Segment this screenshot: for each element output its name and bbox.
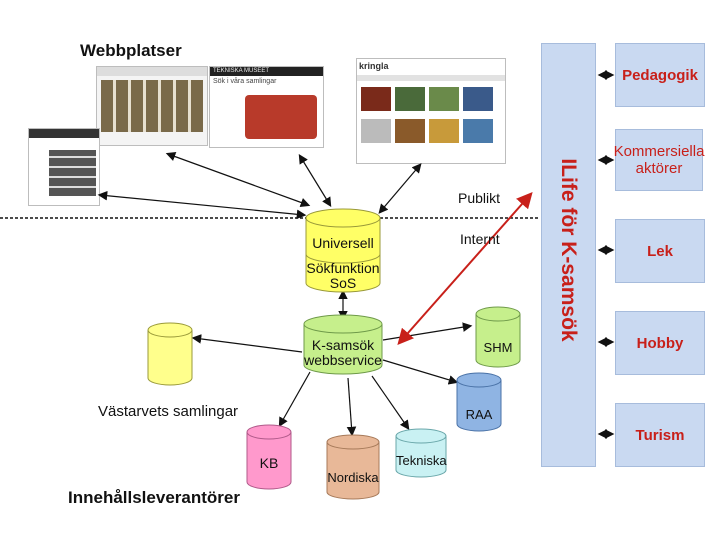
vastarvet-db-cylinder [147, 322, 193, 386]
screenshot-website-kringla: kringla [356, 58, 506, 164]
providers-heading: Innehållsleverantörer [68, 488, 240, 507]
ksamsok-db-label: K-samsök webbservice [304, 337, 382, 368]
arrow-site1-universal [165, 151, 311, 208]
shm-db-cylinder [475, 306, 521, 368]
ilife-bar [541, 43, 596, 467]
arrow-kringla-universal [378, 163, 422, 214]
public-label: Publikt [458, 190, 501, 206]
arrow-ksamsok-tekniska [371, 375, 410, 430]
kringla-logo: kringla [359, 61, 389, 71]
museum-banner: TEKNISKA MUSEET [210, 67, 323, 76]
universal-db-label: Universell Sökfunktion SoS [306, 235, 380, 291]
side-box-pedagogik: Pedagogik [615, 43, 705, 107]
screenshot-website-museum: TEKNISKA MUSEET Sök i våra samlingar [209, 66, 324, 148]
arrow-ksamsok-raa [382, 359, 459, 385]
arrow-ksamsok-kb [278, 371, 311, 428]
websites-heading: Webbplatser [80, 41, 182, 60]
side-box-kommersiella: Kommersiella aktörer [614, 129, 704, 191]
museum-caption: Sök i våra samlingar [213, 78, 277, 85]
arrow-ksamsok-nordiska [346, 377, 357, 437]
ilife-bar-label: ILife för K-samsök [557, 158, 580, 342]
screenshot-website-2 [28, 128, 100, 206]
nordiska-db-cylinder [326, 434, 380, 500]
kb-db-cylinder [246, 424, 292, 490]
arrow-museum-universal [298, 153, 332, 208]
side-box-hobby: Hobby [615, 311, 705, 375]
arrow-ksamsok-ilife [397, 192, 533, 345]
side-box-lek: Lek [615, 219, 705, 283]
kb-db-label: KB [259, 455, 279, 471]
tekniska-db-label: Tekniska [396, 453, 447, 468]
vastarvet-label: Västarvets samlingar [98, 403, 239, 420]
arrow-ksamsok-vastarvet [191, 334, 303, 353]
screenshot-website-1 [96, 66, 208, 146]
side-box-turism: Turism [615, 403, 705, 467]
tekniska-db-cylinder [395, 428, 447, 478]
ksamsok-db-cylinder [303, 314, 383, 375]
arrow-ksamsok-shm [382, 322, 473, 341]
nordiska-db-label: Nordiska [327, 470, 379, 485]
raa-db-cylinder [456, 372, 502, 432]
fire-engine-photo [245, 95, 317, 139]
raa-db-label: RAA [465, 407, 493, 422]
universal-db-cylinder [305, 208, 381, 293]
internal-label: Internt [460, 231, 500, 247]
arrow-site2-universal [97, 190, 307, 220]
shm-db-label: SHM [483, 340, 513, 355]
